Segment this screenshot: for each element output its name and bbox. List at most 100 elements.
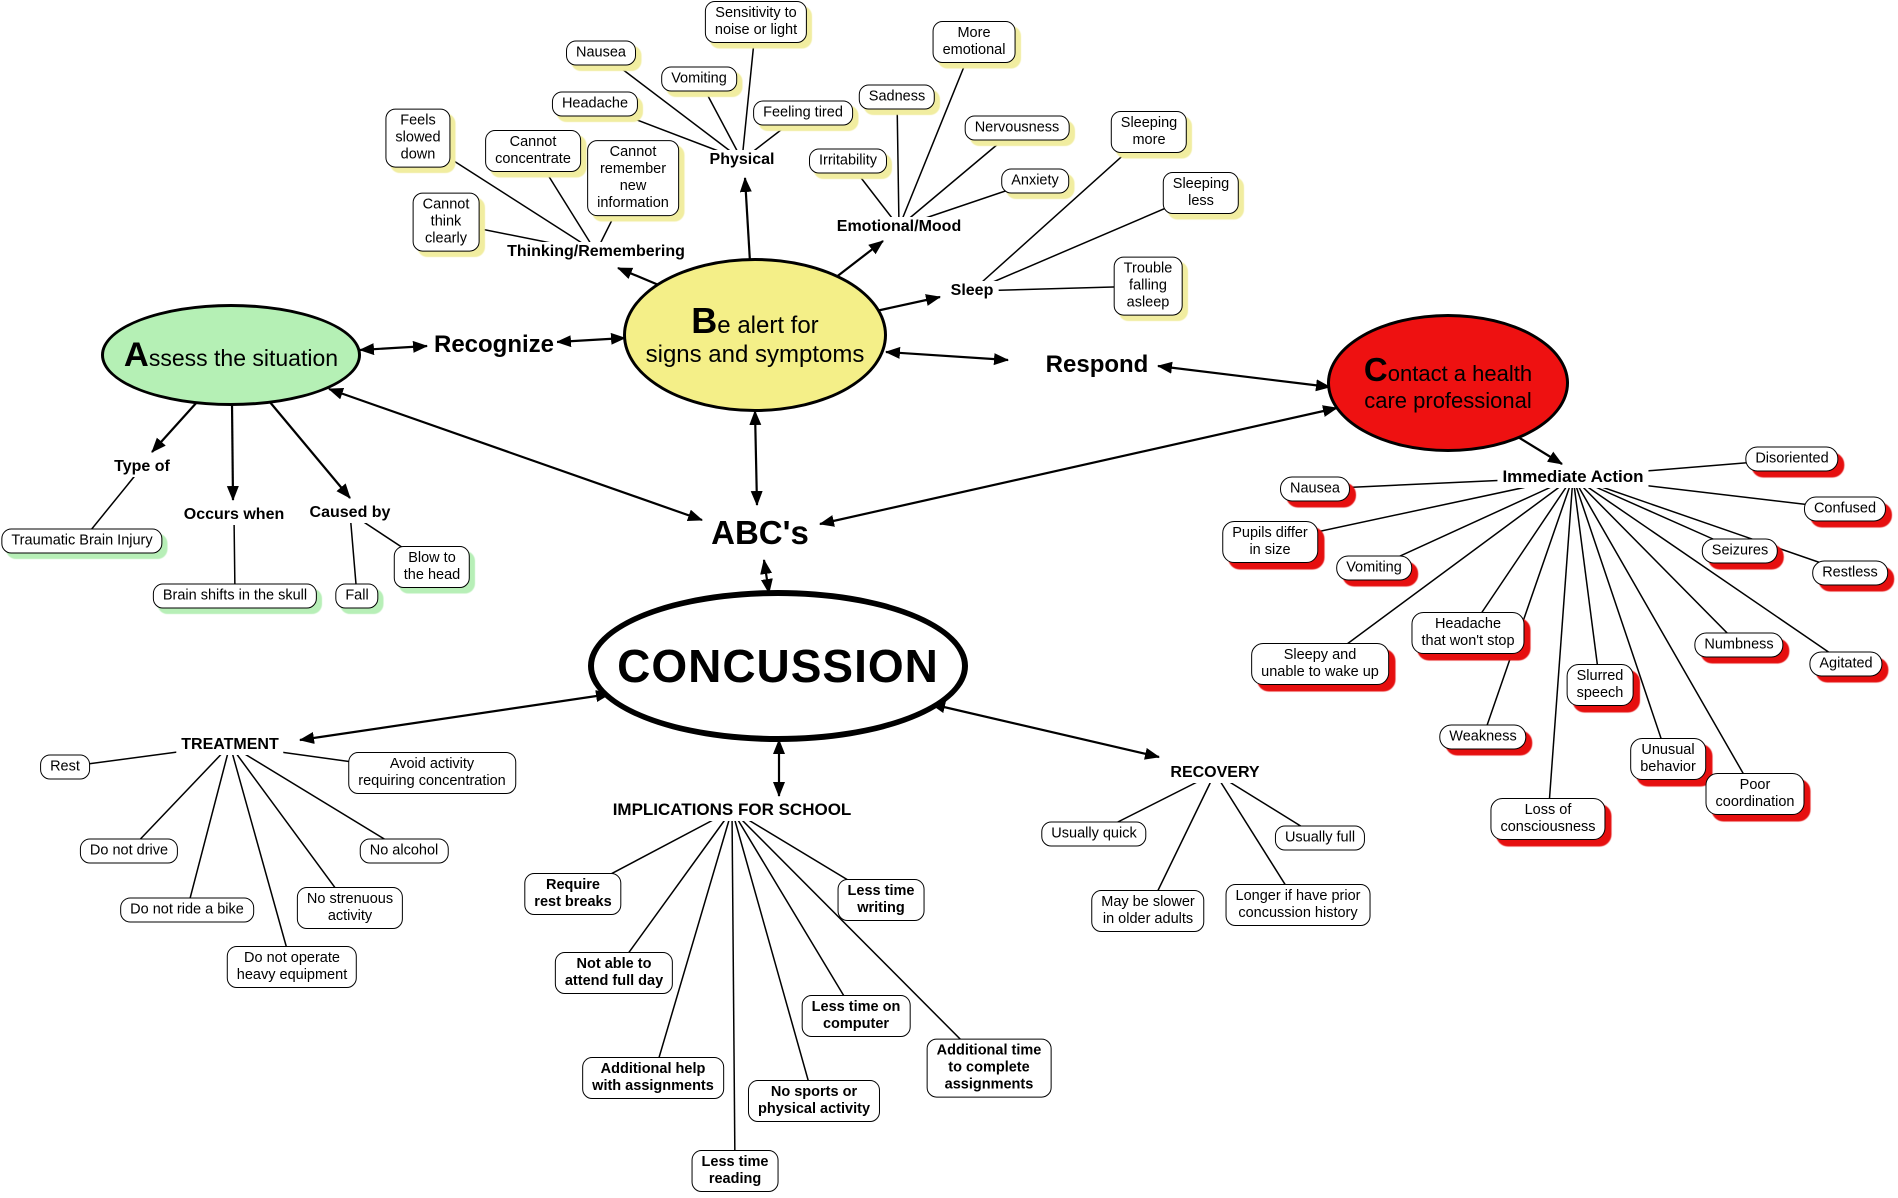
node-uq[interactable]: Usually quick xyxy=(1041,821,1147,847)
arrow-edge xyxy=(328,387,703,522)
node-disoriented[interactable]: Disoriented xyxy=(1745,446,1839,472)
type-of-category[interactable]: Type of xyxy=(109,457,175,477)
node-irritability[interactable]: Irritability xyxy=(808,148,888,174)
node-nervousness[interactable]: Nervousness xyxy=(964,115,1070,141)
caused-by-category[interactable]: Caused by xyxy=(304,503,396,523)
node-reading[interactable]: Less time reading xyxy=(691,1150,779,1192)
edge-brain-shifts-occurs-when xyxy=(233,514,236,597)
implications-for-school-category[interactable]: IMPLICATIONS FOR SCHOOL xyxy=(607,799,857,821)
node-unusual[interactable]: Unusual behavior xyxy=(1630,738,1706,780)
node-cannot-think[interactable]: Cannot think clearly xyxy=(412,192,480,252)
recovery-category[interactable]: RECOVERY xyxy=(1165,763,1265,783)
concussion-ellipse[interactable]: CONCUSSION xyxy=(588,590,968,742)
abcs-label[interactable]: ABC's xyxy=(707,514,813,552)
node-slurred[interactable]: Slurred speech xyxy=(1566,664,1634,706)
arrow-edge xyxy=(930,701,1160,760)
node-feeling-tired[interactable]: Feeling tired xyxy=(753,100,853,126)
arrow-edge xyxy=(834,240,884,279)
node-uf[interactable]: Usually full xyxy=(1274,825,1366,851)
node-avoid[interactable]: Avoid activity requiring concentration xyxy=(348,752,516,794)
node-restless[interactable]: Restless xyxy=(1812,560,1888,586)
ellipse-text: e alert for signs and symptoms xyxy=(645,312,865,368)
node-nausea-r[interactable]: Nausea xyxy=(1280,476,1350,502)
node-sports[interactable]: No sports or physical activity xyxy=(747,1080,881,1122)
node-feels-slowed[interactable]: Feels slowed down xyxy=(385,108,451,168)
arrow-edge xyxy=(885,346,1009,366)
node-dnd[interactable]: Do not drive xyxy=(79,838,179,864)
node-sadness[interactable]: Sadness xyxy=(858,84,936,110)
node-vomiting-y[interactable]: Vomiting xyxy=(661,66,737,92)
node-seizures[interactable]: Seizures xyxy=(1701,538,1779,564)
edge-restless-immediate xyxy=(1572,476,1851,574)
node-addhelp[interactable]: Additional help with assignments xyxy=(582,1057,724,1099)
node-fall[interactable]: Fall xyxy=(335,583,379,609)
thinking-remembering-category[interactable]: Thinking/Remembering xyxy=(502,242,690,262)
node-poor[interactable]: Poor coordination xyxy=(1705,773,1805,815)
edge-bike-treatment xyxy=(186,744,231,911)
edge-sleepy-immediate xyxy=(1319,476,1574,665)
node-weakness[interactable]: Weakness xyxy=(1439,724,1527,750)
first-letter: A xyxy=(123,335,149,374)
emotional-mood-category[interactable]: Emotional/Mood xyxy=(831,217,967,237)
node-sleeping-less[interactable]: Sleeping less xyxy=(1162,172,1240,214)
edge-lg-recovery xyxy=(1214,772,1299,906)
node-notable[interactable]: Not able to attend full day xyxy=(554,952,674,994)
arrow-edge xyxy=(760,559,773,594)
node-rest[interactable]: Rest xyxy=(40,754,90,780)
node-ms[interactable]: May be slower in older adults xyxy=(1091,890,1205,932)
edge-weakness-immediate xyxy=(1482,476,1574,738)
immediate-action-category[interactable]: Immediate Action xyxy=(1497,466,1649,488)
node-strenuous[interactable]: No strenuous activity xyxy=(296,887,404,929)
arrow-edge xyxy=(359,340,428,356)
edge-ms-recovery xyxy=(1147,772,1216,912)
node-bike[interactable]: Do not ride a bike xyxy=(120,897,254,923)
arrow-edge xyxy=(299,690,611,744)
node-alcohol[interactable]: No alcohol xyxy=(359,838,449,864)
node-headache-stop[interactable]: Headache that won't stop xyxy=(1411,612,1525,654)
node-blow-head[interactable]: Blow to the head xyxy=(393,546,471,588)
edge-sports-school xyxy=(731,809,815,1102)
node-cannot-concentrate[interactable]: Cannot concentrate xyxy=(485,130,581,172)
arrow-edge xyxy=(1517,436,1563,465)
node-heavy[interactable]: Do not operate heavy equipment xyxy=(226,946,358,988)
node-anxiety[interactable]: Anxiety xyxy=(1001,168,1069,194)
node-sensitivity[interactable]: Sensitivity to noise or light xyxy=(704,1,808,43)
arrow-edge xyxy=(268,400,351,499)
node-numbness[interactable]: Numbness xyxy=(1694,632,1784,658)
node-brain-shifts[interactable]: Brain shifts in the skull xyxy=(152,583,318,609)
arrow-edge xyxy=(739,177,752,263)
physical-category[interactable]: Physical xyxy=(704,150,780,170)
node-confused[interactable]: Confused xyxy=(1803,496,1887,522)
edge-headache-stop-immediate xyxy=(1467,476,1574,634)
treatment-category[interactable]: TREATMENT xyxy=(176,735,284,755)
node-more-emotional[interactable]: More emotional xyxy=(932,21,1016,63)
edge-vomiting-r-immediate xyxy=(1373,476,1574,569)
node-tbi[interactable]: Traumatic Brain Injury xyxy=(1,528,163,554)
node-headache-y[interactable]: Headache xyxy=(551,91,639,117)
node-loss[interactable]: Loss of consciousness xyxy=(1490,798,1606,840)
edge-vomiting-y-physical xyxy=(698,78,743,161)
recognize-label[interactable]: Recognize xyxy=(430,331,558,359)
node-writing[interactable]: Less time writing xyxy=(837,879,925,921)
node-vomiting-r[interactable]: Vomiting xyxy=(1336,555,1412,581)
node-agitated[interactable]: Agitated xyxy=(1809,651,1883,677)
node-computer[interactable]: Less time on computer xyxy=(801,995,911,1037)
sleep-category[interactable]: Sleep xyxy=(945,281,999,301)
edge-dnd-treatment xyxy=(128,744,231,852)
node-require[interactable]: Require rest breaks xyxy=(524,873,622,915)
node-sleepy[interactable]: Sleepy and unable to wake up xyxy=(1251,643,1389,685)
node-trouble-asleep[interactable]: Trouble falling asleep xyxy=(1113,256,1183,316)
node-pupils[interactable]: Pupils differ in size xyxy=(1222,521,1318,563)
node-cannot-remember[interactable]: Cannot remember new information xyxy=(587,140,679,216)
occurs-when-category[interactable]: Occurs when xyxy=(178,505,290,525)
first-letter: B xyxy=(691,300,718,342)
node-lg[interactable]: Longer if have prior concussion history xyxy=(1225,884,1371,926)
edge-alcohol-treatment xyxy=(229,744,405,852)
contact-professional-ellipse[interactable]: Contact a health care professional xyxy=(1327,314,1569,452)
be-alert-ellipse[interactable]: Be alert for signs and symptoms xyxy=(623,258,887,412)
assess-the-situation-ellipse[interactable]: Assess the situation xyxy=(101,304,361,406)
respond-label[interactable]: Respond xyxy=(1042,351,1152,379)
node-addtime[interactable]: Additional time to complete assignments xyxy=(926,1038,1052,1098)
node-sleeping-more[interactable]: Sleeping more xyxy=(1110,111,1188,153)
node-nausea-y[interactable]: Nausea xyxy=(566,40,636,66)
